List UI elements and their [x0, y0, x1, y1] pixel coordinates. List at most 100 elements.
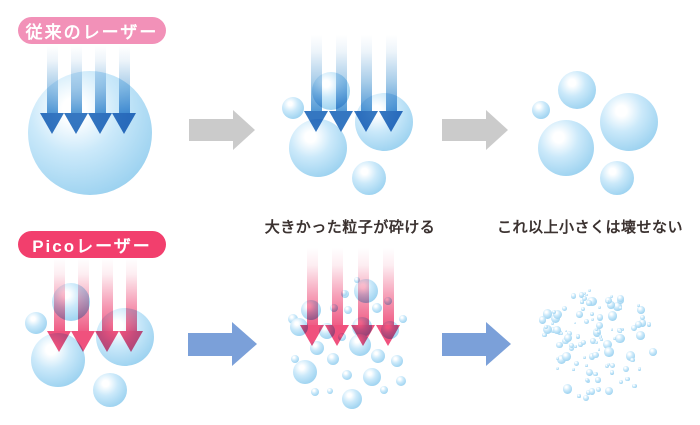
- particle-circle: [391, 355, 403, 367]
- scatter-dot: [609, 363, 615, 369]
- scatter-dot: [607, 301, 616, 309]
- scatter-dot: [631, 383, 637, 389]
- scatter-dot: [591, 318, 595, 322]
- scatter-dot: [602, 340, 612, 350]
- scatter-dot: [562, 305, 568, 311]
- laser-beam-shaft: [53, 258, 65, 331]
- scatter-dot: [568, 342, 574, 349]
- scatter-dot: [572, 368, 575, 372]
- laser-beam-arrow-icon: [303, 35, 329, 132]
- scatter-dot: [618, 306, 623, 311]
- right-arrowhead-icon: [232, 321, 257, 366]
- scatter-dot: [613, 301, 622, 311]
- laser-beam-arrowhead-icon: [299, 325, 324, 346]
- scatter-dot: [578, 292, 585, 299]
- scatter-dot: [574, 360, 580, 366]
- particle-circle: [341, 290, 347, 296]
- scatter-dot: [608, 311, 618, 321]
- laser-beam-arrowhead-icon: [328, 111, 353, 132]
- laser-beam-shaft: [382, 248, 394, 325]
- laser-beam-shaft: [360, 35, 372, 111]
- laser-beam-arrow-icon: [70, 258, 96, 352]
- laser-beam-arrowhead-icon: [39, 113, 64, 134]
- scatter-dot: [631, 324, 638, 331]
- scatter-dot: [582, 394, 589, 401]
- scatter-dot: [593, 371, 598, 377]
- scatter-dot: [551, 322, 555, 326]
- scatter-dot: [625, 351, 636, 361]
- laser-beam-arrowhead-icon: [63, 113, 88, 134]
- scatter-dot: [598, 305, 602, 309]
- laser-beam-arrowhead-icon: [87, 113, 112, 134]
- scatter-dot: [555, 366, 560, 371]
- scatter-dot: [604, 387, 613, 396]
- particle-circle: [380, 386, 388, 394]
- particle-circle: [293, 360, 317, 384]
- scatter-dot: [583, 355, 587, 359]
- laser-beam-arrow-icon: [375, 248, 401, 346]
- scatter-dot: [542, 332, 547, 338]
- laser-beam-shaft: [385, 35, 397, 111]
- scatter-dot: [552, 325, 562, 335]
- right-arrowhead-icon: [233, 110, 255, 150]
- particle-circle: [600, 93, 658, 151]
- laser-beam-shaft: [70, 46, 82, 113]
- scatter-dot: [556, 357, 559, 361]
- particle-circle: [342, 370, 352, 380]
- laser-beam-arrow-icon: [350, 248, 376, 346]
- scatter-dot: [543, 324, 549, 329]
- scatter-dot: [568, 346, 574, 352]
- laser-beam-arrowhead-icon: [70, 331, 95, 352]
- laser-beam-arrowhead-icon: [118, 331, 143, 352]
- laser-beam-arrow-icon: [324, 248, 350, 346]
- scatter-dot: [581, 306, 586, 311]
- particle-circle: [344, 306, 352, 314]
- scatter-dot: [637, 306, 646, 314]
- particle-circle: [558, 71, 596, 109]
- particle-circle: [342, 389, 362, 409]
- laser-beam-arrow-icon: [378, 35, 404, 132]
- laser-beam-shaft: [357, 248, 369, 325]
- scatter-dot: [646, 322, 652, 328]
- scatter-dot: [610, 328, 614, 332]
- scatter-dot: [587, 296, 597, 307]
- laser-beam-arrowhead-icon: [353, 111, 378, 132]
- scatter-dot: [613, 337, 616, 341]
- scatter-dot: [625, 376, 630, 382]
- scatter-dot: [562, 384, 573, 394]
- scatter-dot: [596, 387, 602, 393]
- laser-beam-arrow-icon: [328, 35, 354, 132]
- scatter-dot: [609, 294, 613, 298]
- caption-cannot-break-smaller: これ以上小さくは壊せない: [496, 219, 684, 236]
- particle-circle: [363, 368, 381, 386]
- laser-beam-shaft: [306, 248, 318, 325]
- particle-circle: [25, 312, 47, 334]
- scatter-dot: [580, 300, 584, 304]
- scatter-dot: [564, 329, 568, 333]
- scatter-dot: [596, 322, 604, 330]
- laser-beam-arrowhead-icon: [324, 325, 349, 346]
- scatter-dot: [580, 339, 587, 346]
- scatter-dot: [598, 335, 602, 339]
- scatter-dot: [596, 330, 600, 334]
- laser-beam-arrowhead-icon: [111, 113, 136, 134]
- scatter-dot: [573, 321, 577, 325]
- scatter-dot: [635, 330, 645, 340]
- laser-beam-arrow-icon: [39, 46, 65, 134]
- scatter-dot: [595, 377, 601, 383]
- particle-circle: [396, 376, 406, 386]
- particle-circle: [352, 161, 386, 195]
- laser-beam-arrow-icon: [87, 46, 113, 134]
- laser-beam-arrowhead-icon: [350, 325, 375, 346]
- scatter-dot: [587, 288, 592, 293]
- scatter-dot: [570, 293, 576, 299]
- scatter-dot: [585, 364, 588, 367]
- scatter-dot: [582, 291, 587, 296]
- scatter-dot: [637, 366, 642, 371]
- scatter-dot: [542, 309, 552, 319]
- scatter-dot: [606, 299, 610, 303]
- particle-circle: [327, 388, 333, 394]
- right-arrowhead-icon: [486, 321, 511, 366]
- laser-beam-arrow-icon: [353, 35, 379, 132]
